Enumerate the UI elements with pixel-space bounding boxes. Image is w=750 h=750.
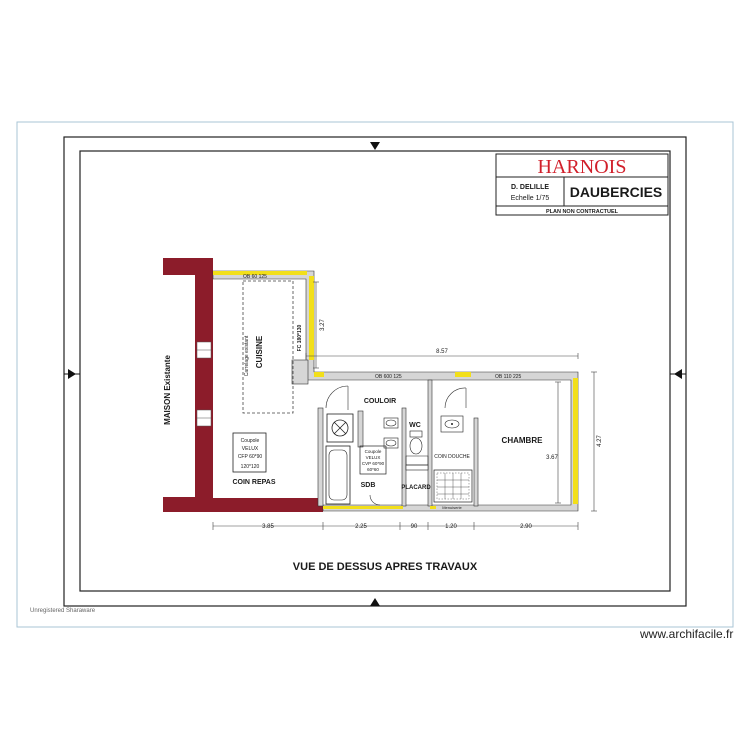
room-label-sdb: SDB	[361, 482, 376, 489]
insulation-strips	[213, 271, 578, 509]
title-block: HARNOIS D. DELILLE Echelle 1/75 DAUBERCI…	[495, 153, 669, 216]
door-swing-couloir	[325, 385, 349, 409]
floor-note-carrelage: Carrelage existant	[244, 335, 250, 376]
arrow-top-icon	[370, 142, 380, 150]
toilet-icon	[409, 430, 423, 455]
svg-text:Coupole: Coupole	[241, 438, 260, 444]
shower-tray-icon	[433, 469, 473, 503]
window-label-top: OB 60 125	[243, 274, 267, 280]
svg-text:VELUX: VELUX	[366, 455, 381, 460]
door-swing-sdb	[369, 494, 381, 506]
window-label-chambre: OB 110 225	[495, 374, 522, 380]
dim-b4: 1.20	[445, 524, 457, 530]
bathtub-icon	[325, 445, 351, 505]
dim-b3: 90	[411, 524, 418, 530]
skylight-2: Coupole VELUX CVP 60*90 60*60	[359, 445, 387, 475]
svg-text:60*60: 60*60	[367, 467, 379, 472]
room-label-cuisine: CUISINE	[255, 335, 264, 368]
existing-house-label: MAISON Existante	[163, 355, 172, 425]
room-label-couloir: COULOIR	[364, 398, 396, 405]
brand-name: HARNOIS	[538, 156, 627, 178]
svg-text:VELUX: VELUX	[242, 446, 259, 452]
room-label-coin-douche: COIN DOUCHE	[434, 454, 470, 460]
room-label-wc: WC	[409, 422, 421, 429]
room-label-chambre: CHAMBRE	[502, 436, 544, 445]
arrow-bottom-icon	[370, 598, 380, 606]
scale-label: Echelle 1/75	[511, 195, 550, 202]
new-walls	[212, 270, 579, 512]
room-label-coin-repas: COIN REPAS	[232, 479, 275, 486]
window-label-couloir: OB 600 125	[375, 374, 402, 380]
window-label-side: FC 180*130	[297, 324, 303, 351]
software-note: Unregistered Sharaware	[30, 608, 96, 614]
placard-shelf	[405, 464, 429, 471]
svg-text:CFP 60*90: CFP 60*90	[238, 454, 263, 460]
page-border	[16, 121, 734, 628]
dim-b5: 2.90	[520, 524, 532, 530]
watermark: www.archifacile.fr	[640, 627, 734, 641]
skylight-1: Coupole VELUX CFP 60*90 120*120	[232, 432, 267, 473]
sink-icon	[383, 417, 399, 449]
dim-chambre-inner: 3.67	[546, 455, 558, 461]
shower-sink-icon	[440, 415, 464, 433]
dim-b2: 2.25	[355, 524, 367, 530]
client-name: DAUBERCIES	[570, 184, 663, 200]
svg-text:Coupole: Coupole	[365, 449, 382, 454]
existing-house	[163, 258, 323, 512]
kitchen-zone	[242, 280, 294, 414]
svg-text:CVP 60*90: CVP 60*90	[362, 461, 385, 466]
dim-total-width: 8.57	[436, 349, 448, 355]
svg-text:120*120: 120*120	[241, 464, 260, 470]
contract-note: PLAN NON CONTRACTUEL	[546, 209, 619, 215]
plan-title: VUE DE DESSUS APRES TRAVAUX	[293, 561, 478, 573]
inner-frame	[79, 150, 671, 592]
bottom-note: Menuiserie	[442, 505, 462, 510]
washing-machine-icon	[326, 413, 354, 443]
dim-kitchen-height: 3.27	[320, 319, 326, 331]
dim-chambre-outer: 4.27	[597, 435, 603, 447]
room-label-placard: PLACARD	[401, 485, 431, 491]
dimension-lines	[212, 281, 597, 530]
dim-b1: 3.85	[262, 524, 274, 530]
door-swing-chambre	[444, 387, 467, 409]
designer-name: D. DELILLE	[511, 184, 549, 191]
